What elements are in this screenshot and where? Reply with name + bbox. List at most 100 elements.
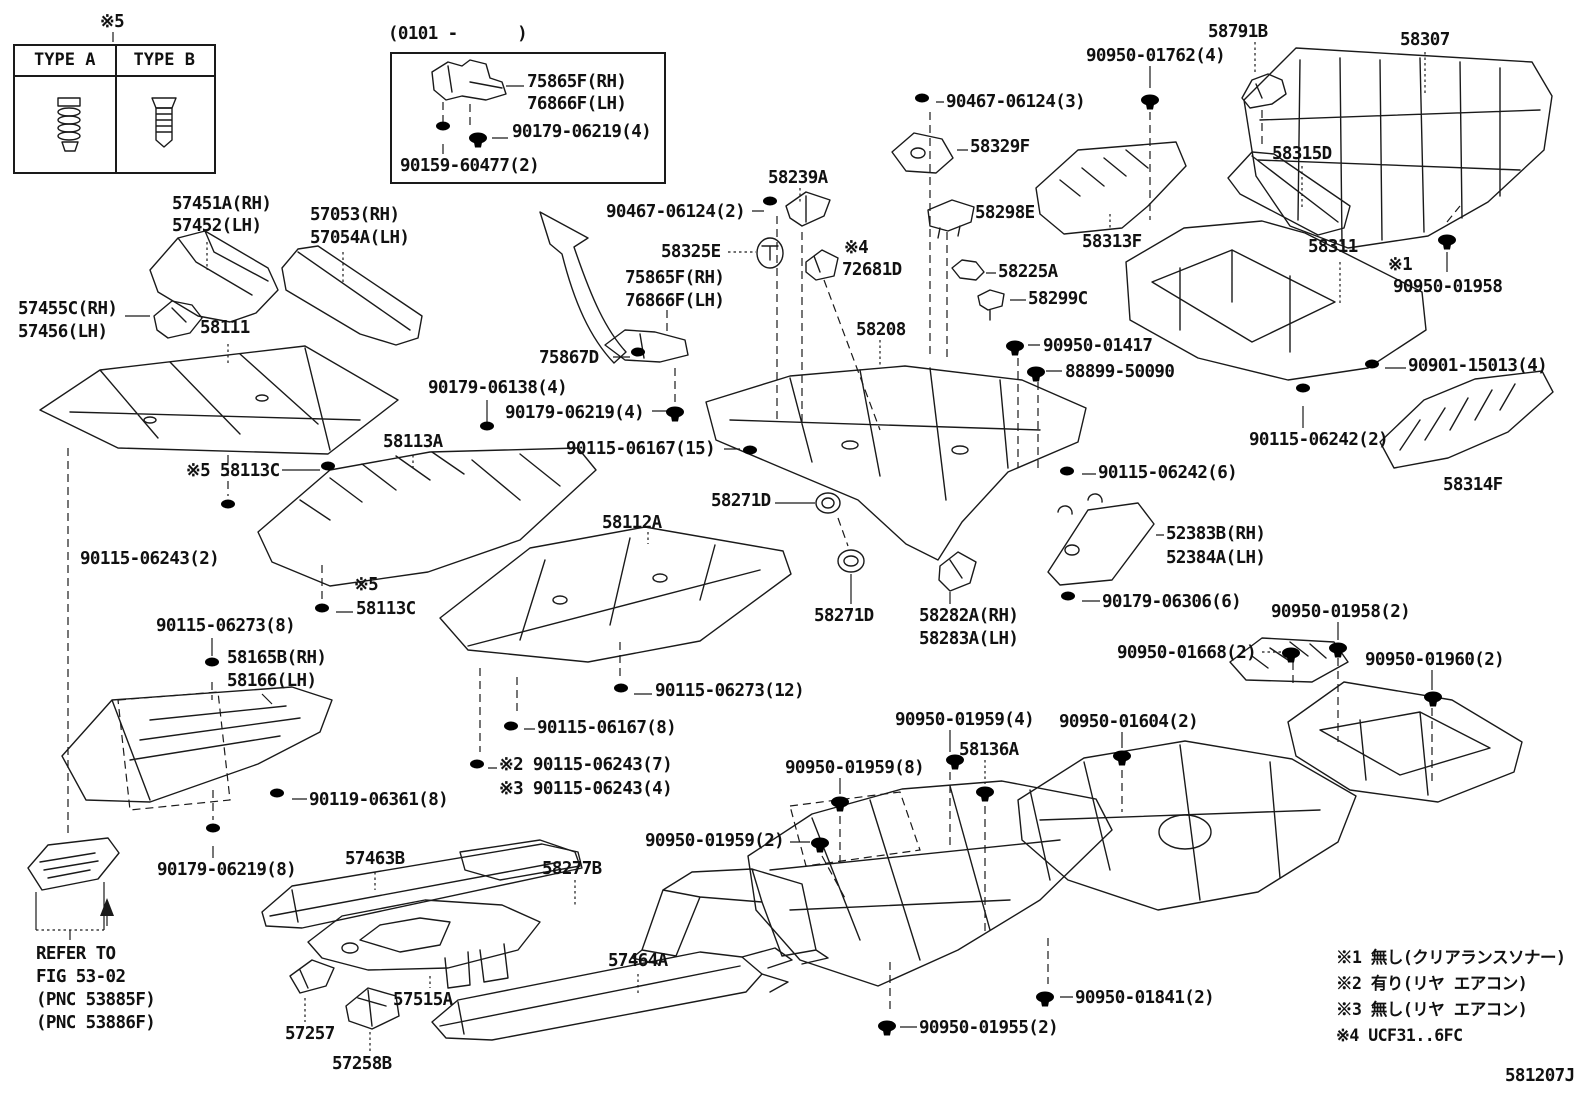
label-58313f: 58313F: [1082, 232, 1142, 252]
solid-leaders: [125, 66, 1448, 1028]
label-58277b: 58277B: [542, 859, 602, 879]
label-58166-lh: 58166(LH): [227, 671, 317, 691]
label-58271d-lower: 58271D: [814, 606, 874, 626]
part-57463b-member: [261, 839, 583, 929]
label-note5-ref-lower: ※5: [354, 575, 379, 595]
label-90159-60477-2: 90159-60477(2): [400, 156, 540, 176]
label-90950-01762-4: 90950-01762(4): [1086, 46, 1226, 66]
label-58311: 58311: [1308, 237, 1358, 257]
label-90179-06219-4-inset: 90179-06219(4): [512, 122, 652, 142]
part-access-cover: [27, 837, 120, 940]
part-rear-insulator: [1229, 637, 1349, 683]
label-90950-01959-4: 90950-01959(4): [895, 710, 1035, 730]
part-rear-floor-pan-center: [1017, 740, 1357, 911]
label-58307: 58307: [1400, 30, 1450, 50]
label-90950-01604-2: 90950-01604(2): [1059, 712, 1199, 732]
part-58225a-clip: [951, 259, 985, 281]
label-90115-06242-2: 90115-06242(2): [1249, 430, 1389, 450]
label-76866f-lh-inset: 76866F(LH): [527, 94, 627, 114]
label-90115-06242-6: 90115-06242(6): [1098, 463, 1238, 483]
part-58111-floor-pan: [39, 345, 399, 455]
refer-note-line3: (PNC 53885F): [36, 990, 156, 1010]
part-sensor-bracket-inset: [431, 59, 524, 154]
refer-note-line1: REFER TO: [36, 944, 116, 964]
label-note1-ref: ※1: [1388, 255, 1413, 275]
label-57515a: 57515A: [393, 990, 453, 1010]
label-58314f: 58314F: [1443, 475, 1503, 495]
label-58282a-rh: 58282A(RH): [919, 606, 1019, 626]
label-90115-06167-15: 90115-06167(15): [566, 439, 716, 459]
part-58282a-bracket: [938, 551, 977, 592]
part-58311-rear-floor-pan: [1125, 220, 1427, 381]
label-90115-06243-7: ※2 90115-06243(7): [499, 755, 673, 775]
part-58239a-clip: [785, 191, 831, 227]
label-88899-50090: 88899-50090: [1065, 362, 1175, 382]
part-58208-center-floor-pan: [705, 365, 1087, 561]
label-58136a: 58136A: [959, 740, 1019, 760]
label-58299c: 58299C: [1028, 289, 1088, 309]
type-b-screw-icon: [151, 97, 177, 148]
part-rear-floor-pan-rear: [1287, 681, 1523, 803]
part-rear-floor-pan-front: [747, 780, 1113, 987]
label-52384a-lh: 52384A(LH): [1166, 548, 1266, 568]
footnote-2: ※2 有り(リヤ エアコン): [1336, 974, 1528, 993]
dotted-leaders: [206, 42, 1426, 1052]
label-90115-06273-12: 90115-06273(12): [655, 681, 805, 701]
label-90115-06243-4: ※3 90115-06243(4): [499, 779, 673, 799]
part-58298e-bracket: [927, 199, 975, 239]
part-58325e-clip: [756, 237, 784, 269]
label-75865f-rh-inset: 75865F(RH): [527, 72, 627, 92]
label-57455c-rh: 57455C(RH): [18, 299, 118, 319]
label-58791b: 58791B: [1208, 22, 1268, 42]
label-90179-06219-4: 90179-06219(4): [505, 403, 645, 423]
footnote-1: ※1 無し(クリアランスソナー): [1336, 948, 1566, 967]
label-90950-01668-2: 90950-01668(2): [1117, 643, 1257, 663]
label-90950-01958-2: 90950-01958(2): [1271, 602, 1411, 622]
label-76866f-lh: 76866F(LH): [625, 291, 725, 311]
label-57258b: 57258B: [332, 1054, 392, 1074]
fastener-type-legend: TYPE A TYPE B: [13, 44, 216, 174]
legend-type-b: TYPE B: [133, 50, 195, 70]
label-90179-06219-8: 90179-06219(8): [157, 860, 297, 880]
footnote-4: ※4 UCF31..6FC: [1336, 1026, 1463, 1045]
part-57257-bracket: [289, 959, 335, 994]
label-58239a: 58239A: [768, 168, 828, 188]
label-90179-06138-4: 90179-06138(4): [428, 378, 568, 398]
label-90115-06273-8: 90115-06273(8): [156, 616, 296, 636]
legend-ref-note: ※5: [100, 12, 125, 32]
inset-box: [390, 52, 666, 184]
part-57455c-bracket: [153, 300, 203, 339]
part-58113a-insulator: [257, 447, 597, 587]
part-58315d-crossmember: [1227, 151, 1351, 236]
label-57054a-lh: 57054A(LH): [310, 228, 410, 248]
label-57257: 57257: [285, 1024, 335, 1044]
label-58315d: 58315D: [1272, 144, 1332, 164]
inset-range-label: (0101 - ): [388, 24, 528, 44]
label-72681d: 72681D: [842, 260, 902, 280]
label-90950-01955-2: 90950-01955(2): [919, 1018, 1059, 1038]
part-57053-crossmember: [281, 245, 423, 346]
part-57258b-bracket: [345, 987, 400, 1030]
label-57451a-rh: 57451A(RH): [172, 194, 272, 214]
part-58271d-grommets: [815, 492, 865, 573]
doc-code: 581207J: [1505, 1066, 1575, 1086]
part-58791b-clamp: [1241, 73, 1287, 109]
label-75867d: 75867D: [539, 348, 599, 368]
label-58113a: 58113A: [383, 432, 443, 452]
label-90950-01841-2: 90950-01841(2): [1075, 988, 1215, 1008]
label-58165b-rh: 58165B(RH): [227, 648, 327, 668]
part-58313f-insulator: [1035, 141, 1187, 235]
refer-note-line2: FIG 53-02: [36, 967, 126, 987]
label-58112a: 58112A: [602, 513, 662, 533]
label-58113c-upper: ※5 58113C: [186, 461, 280, 481]
label-57053-rh: 57053(RH): [310, 205, 400, 225]
legend-type-a: TYPE A: [34, 50, 96, 70]
part-72681d-clip: [805, 249, 839, 281]
label-90467-06124-2: 90467-06124(2): [606, 202, 746, 222]
label-58283a-lh: 58283A(LH): [919, 629, 1019, 649]
label-90950-01417: 90950-01417: [1043, 336, 1153, 356]
label-90467-06124-3: 90467-06124(3): [946, 92, 1086, 112]
label-90950-01959-2: 90950-01959(2): [645, 831, 785, 851]
